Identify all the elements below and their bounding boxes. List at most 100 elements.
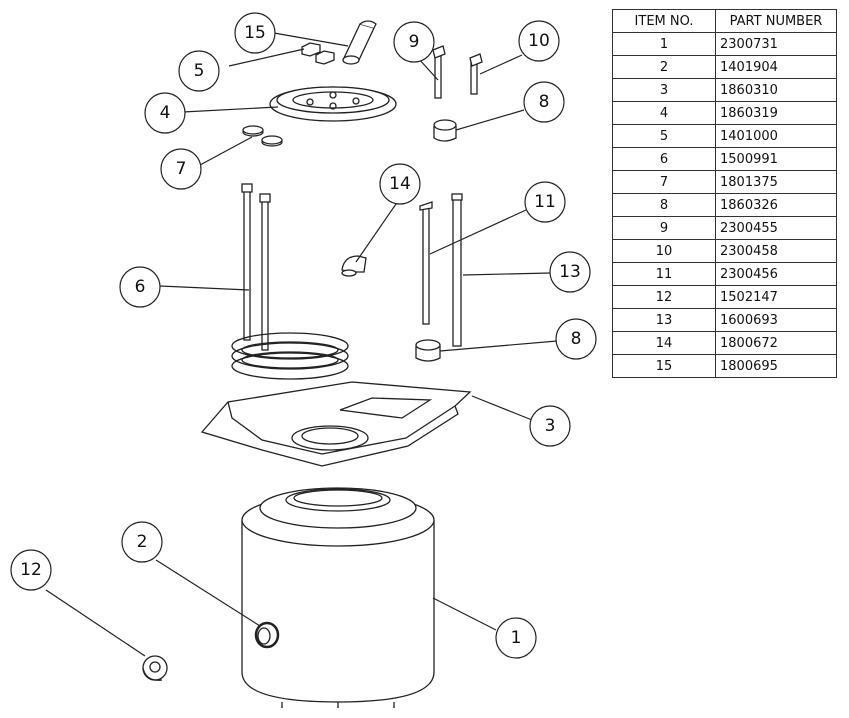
balloon-14-label: 14 (389, 174, 411, 194)
bom-part-number: 1500991 (715, 147, 837, 171)
balloon-11-label: 11 (534, 192, 556, 212)
bom-part-number: 1860319 (715, 101, 837, 125)
leader-14 (355, 203, 397, 263)
bom-part-number: 1600693 (715, 308, 837, 332)
bom-part-number: 2300458 (715, 239, 837, 263)
balloon-8-lower (555, 318, 597, 360)
balloon-13 (549, 251, 591, 293)
balloon-10-label: 10 (528, 31, 550, 51)
bom-part-number: 2300731 (715, 32, 837, 56)
bom-item-no: 8 (612, 193, 716, 217)
part-15-elbow (342, 20, 377, 65)
leader-15 (273, 32, 349, 47)
bom-item-no: 1 (612, 32, 716, 56)
bom-item-no: 7 (612, 170, 716, 194)
bom-item-no: 10 (612, 239, 716, 263)
balloon-8-upper (523, 81, 565, 123)
balloon-7-label: 7 (176, 159, 187, 179)
balloon-15-label: 15 (244, 23, 266, 43)
balloon-3-label: 3 (545, 416, 556, 436)
balloon-4 (144, 92, 186, 134)
bom-item-no: 2 (612, 55, 716, 79)
part-13-tube (451, 193, 463, 347)
bom-item-no: 12 (612, 285, 716, 309)
leader-lines (45, 32, 558, 657)
part-5-nuts (301, 42, 335, 65)
bom-part-number: 1800695 (715, 354, 837, 378)
leader-12 (45, 589, 146, 657)
leader-2 (155, 559, 261, 627)
bom-item-no: 3 (612, 78, 716, 102)
balloon-14 (379, 163, 421, 205)
balloon-1 (495, 617, 537, 659)
part-2-port (254, 621, 280, 649)
balloon-2-label: 2 (137, 532, 148, 552)
part-14-elbow (341, 255, 367, 277)
balloon-3 (529, 405, 571, 447)
part-11-rod (419, 201, 433, 325)
bom-part-number: 1800672 (715, 331, 837, 355)
bom-header-part: PART NUMBER (715, 9, 837, 33)
bom-item-no: 4 (612, 101, 716, 125)
leader-10 (479, 54, 523, 75)
leader-7 (199, 136, 253, 166)
leader-8a (455, 109, 525, 131)
bom-item-no: 13 (612, 308, 716, 332)
balloon-5-label: 5 (194, 61, 205, 81)
part-9-probe (432, 45, 446, 99)
part-6-heating-coil (231, 183, 349, 380)
bom-header-item: ITEM NO. (612, 9, 716, 33)
bom-part-number: 2300456 (715, 262, 837, 286)
balloon-9 (393, 21, 435, 63)
bom-part-number: 1401904 (715, 55, 837, 79)
leader-3 (471, 395, 533, 421)
leader-5 (228, 48, 305, 67)
bom-item-no: 9 (612, 216, 716, 240)
balloon-6 (119, 266, 161, 308)
balloon-7 (160, 148, 202, 190)
bom-part-number: 2300455 (715, 216, 837, 240)
bom-part-number: 1801375 (715, 170, 837, 194)
bom-item-no: 5 (612, 124, 716, 148)
part-7-washers (242, 125, 283, 147)
balloon-1-label: 1 (511, 628, 522, 648)
part-12-cap (142, 655, 168, 681)
part-10-probe (469, 53, 483, 95)
leader-8b (439, 340, 558, 352)
part-3-tray (200, 381, 472, 467)
part-4-lid (269, 86, 397, 122)
leader-4 (182, 106, 279, 113)
bom-item-no: 14 (612, 331, 716, 355)
bom-header-row: ITEM NO. PART NUMBER (612, 9, 837, 33)
leader-11 (429, 209, 527, 255)
balloon-11 (524, 181, 566, 223)
balloon-10 (518, 20, 560, 62)
bom-part-number: 1401000 (715, 124, 837, 148)
leader-9 (417, 57, 439, 81)
balloon-2 (121, 521, 163, 563)
part-8-fitting-lower (415, 339, 441, 362)
balloon-8-lower-label: 8 (571, 329, 582, 349)
bom-item-no: 6 (612, 147, 716, 171)
balloon-8-upper-label: 8 (539, 92, 550, 112)
balloon-4-label: 4 (160, 103, 171, 123)
balloon-12 (10, 549, 52, 591)
balloon-15 (234, 12, 276, 54)
bom-part-number: 1502147 (715, 285, 837, 309)
part-8-fitting-upper (433, 119, 457, 142)
